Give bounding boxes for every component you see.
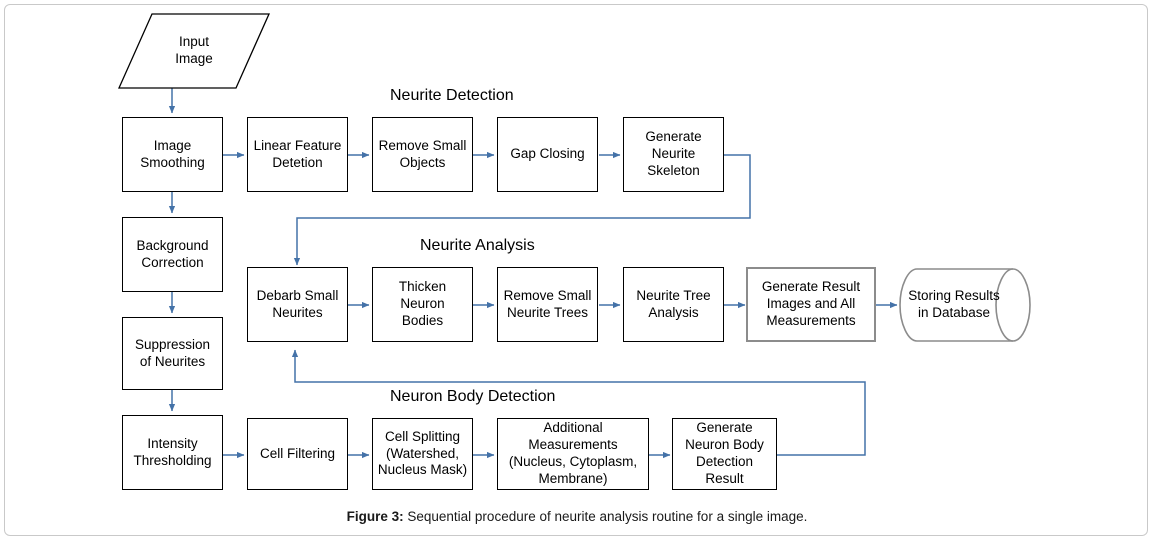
node-suppression-of-neurites-label: Suppression of Neurites	[134, 336, 211, 369]
node-generate-neuron-body-result-label: Generate Neuron Body Detection Result	[685, 420, 764, 486]
node-remove-small-objects[interactable]: Remove Small Objects	[372, 117, 473, 192]
node-image-smoothing-label: Image Smoothing	[140, 137, 205, 170]
node-intensity-thresholding-label: Intensity Thresholding	[133, 435, 212, 468]
node-debarb-small-neurites-label: Debarb Small Neurites	[256, 287, 339, 320]
node-remove-small-neurite-trees[interactable]: Remove Small Neurite Trees	[497, 267, 598, 342]
node-generate-neuron-body-result[interactable]: Generate Neuron Body Detection Result	[672, 418, 777, 490]
node-cell-splitting[interactable]: Cell Splitting (Watershed, Nucleus Mask)	[372, 418, 473, 490]
node-remove-small-neurite-trees-label: Remove Small Neurite Trees	[503, 287, 592, 320]
node-background-correction-label: Background Correction	[136, 237, 209, 270]
node-remove-small-objects-label: Remove Small Objects	[378, 137, 467, 170]
node-thicken-neuron-bodies-label: Thicken Neuron Bodies	[398, 279, 447, 328]
node-intensity-thresholding[interactable]: Intensity Thresholding	[122, 415, 223, 490]
node-additional-measurements[interactable]: Additional Measurements (Nucleus, Cytopl…	[497, 418, 649, 490]
node-background-correction[interactable]: Background Correction	[122, 217, 223, 292]
node-storing-results-in-database[interactable]: Storing Results in Database	[898, 267, 1032, 343]
edge-skeleton-to-debarb	[293, 154, 751, 266]
node-gap-closing-label: Gap Closing	[510, 146, 585, 162]
node-cell-filtering[interactable]: Cell Filtering	[247, 418, 348, 490]
node-debarb-small-neurites[interactable]: Debarb Small Neurites	[247, 267, 348, 342]
database-cylinder-icon	[899, 268, 1031, 342]
section-title-neuron-body-detection: Neuron Body Detection	[390, 388, 556, 405]
node-neurite-tree-analysis-label: Neurite Tree Analysis	[636, 287, 711, 320]
node-storing-results-in-database-label: Storing Results in Database	[908, 288, 1000, 320]
node-linear-feature-detetion-label: Linear Feature Detetion	[253, 137, 342, 170]
node-generate-neurite-skeleton-label: Generate Neurite Skeleton	[645, 129, 702, 178]
node-thicken-neuron-bodies[interactable]: Thicken Neuron Bodies	[372, 267, 473, 342]
node-cell-splitting-label: Cell Splitting (Watershed, Nucleus Mask)	[377, 428, 468, 478]
node-generate-neurite-skeleton[interactable]: Generate Neurite Skeleton	[623, 117, 724, 192]
node-generate-result-images-label: Generate Result Images and All Measureme…	[761, 279, 861, 328]
section-title-neurite-detection: Neurite Detection	[390, 87, 514, 104]
parallelogram-icon	[117, 13, 271, 89]
node-suppression-of-neurites[interactable]: Suppression of Neurites	[122, 317, 223, 390]
node-cell-filtering-label: Cell Filtering	[259, 445, 336, 461]
node-gap-closing[interactable]: Gap Closing	[497, 117, 598, 192]
node-generate-result-images[interactable]: Generate Result Images and All Measureme…	[746, 267, 876, 342]
figure-caption-lead: Figure 3:	[346, 509, 404, 524]
figure-caption-text: Sequential procedure of neurite analysis…	[403, 509, 808, 524]
section-title-neurite-analysis: Neurite Analysis	[420, 237, 535, 254]
node-input-image-label: Input Image	[175, 34, 213, 66]
node-neurite-tree-analysis[interactable]: Neurite Tree Analysis	[623, 267, 724, 342]
node-input-image[interactable]: Input Image	[117, 13, 271, 89]
node-linear-feature-detetion[interactable]: Linear Feature Detetion	[247, 117, 348, 192]
figure-caption: Figure 3: Sequential procedure of neurit…	[0, 509, 1154, 524]
node-image-smoothing[interactable]: Image Smoothing	[122, 117, 223, 192]
node-additional-measurements-label: Additional Measurements (Nucleus, Cytopl…	[508, 420, 638, 486]
edge-neuronbody-to-debarb	[291, 349, 866, 456]
